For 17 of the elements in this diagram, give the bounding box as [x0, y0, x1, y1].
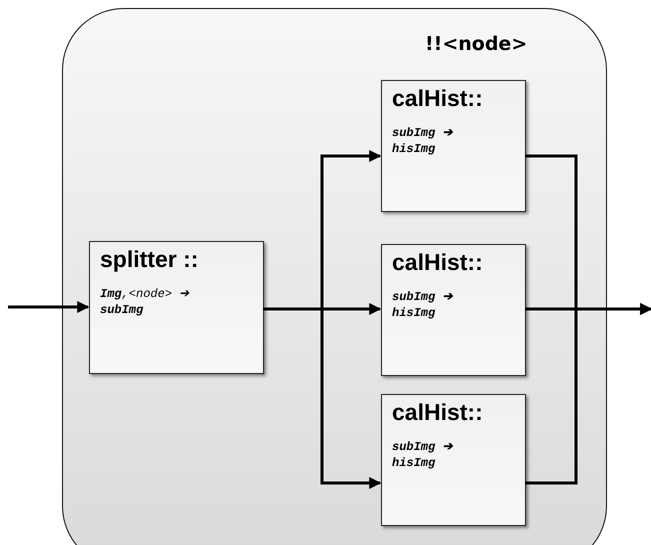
node-description: subImg ➔ hisImg [392, 125, 454, 157]
node-title: splitter :: [100, 246, 198, 272]
node-description: subImg ➔ hisImg [392, 439, 454, 471]
node-description: Img,<node> ➔ subImg [100, 286, 190, 318]
process-box [381, 80, 526, 212]
arrow [263, 308, 382, 489]
process-box [381, 394, 526, 526]
node-title: calHist:: [392, 399, 483, 425]
container-box [62, 8, 607, 545]
node-title: calHist:: [392, 249, 483, 275]
process-box [89, 241, 264, 374]
node-title: calHist:: [392, 85, 483, 111]
node-title: !!<node> [425, 33, 528, 55]
arrow [8, 301, 90, 313]
process-box [381, 244, 526, 376]
node-description: subImg ➔ hisImg [392, 289, 454, 321]
arrow [525, 303, 651, 484]
